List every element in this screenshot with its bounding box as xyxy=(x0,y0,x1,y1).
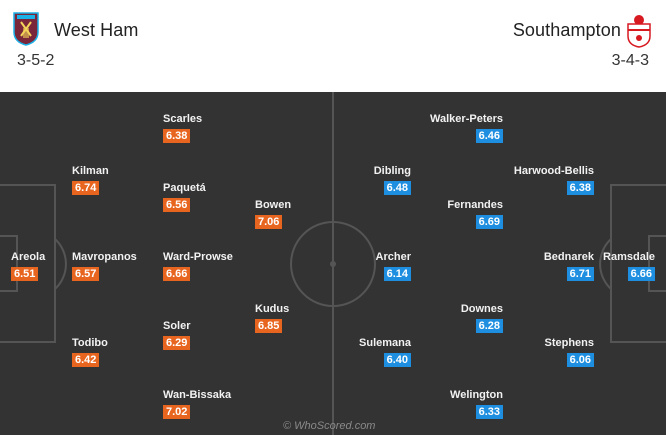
match-header: West Ham 3-5-2 Southampton 3-4-3 xyxy=(0,0,666,92)
player-name: Todibo xyxy=(72,337,108,349)
home-player-todibo[interactable]: Todibo 6.42 xyxy=(72,337,108,368)
player-name: Mavropanos xyxy=(72,251,137,263)
home-formation: 3-5-2 xyxy=(17,52,55,69)
player-rating: 6.46 xyxy=(475,129,503,143)
home-player-soler[interactable]: Soler 6.29 xyxy=(163,320,191,351)
player-rating: 6.71 xyxy=(566,267,594,281)
whoscored-watermark: © WhoScored.com xyxy=(283,420,376,432)
west-ham-crest-icon xyxy=(13,12,39,46)
player-rating: 6.06 xyxy=(566,353,594,367)
away-player-walker-peters[interactable]: Walker-Peters 6.46 xyxy=(430,113,503,144)
player-name: Dibling xyxy=(373,165,411,177)
player-name: Welington xyxy=(450,389,503,401)
pitch-markings xyxy=(0,92,666,435)
player-name: Archer xyxy=(375,251,411,263)
player-name: Bowen xyxy=(255,199,292,211)
pitch: Areola 6.51 Kilman 6.74 Mavropanos 6.57 … xyxy=(0,92,666,435)
home-player-ward-prowse[interactable]: Ward-Prowse 6.66 xyxy=(163,251,233,282)
player-rating: 6.57 xyxy=(72,267,100,281)
player-name: Downes xyxy=(460,303,503,315)
home-player-wan-bissaka[interactable]: Wan-Bissaka 7.02 xyxy=(163,389,231,420)
player-name: Harwood-Bellis xyxy=(513,165,594,177)
home-player-bowen[interactable]: Bowen 7.06 xyxy=(255,199,291,230)
player-rating: 6.51 xyxy=(11,267,39,281)
player-name: Kudus xyxy=(255,303,290,315)
player-rating: 6.66 xyxy=(627,267,655,281)
home-team-name: West Ham xyxy=(54,20,139,40)
player-rating: 6.66 xyxy=(163,267,191,281)
away-formation: 3-4-3 xyxy=(611,52,649,69)
player-rating: 7.02 xyxy=(163,405,191,419)
home-player-scarles[interactable]: Scarles 6.38 xyxy=(163,113,202,144)
player-name: Ramsdale xyxy=(603,251,655,263)
away-player-fernandes[interactable]: Fernandes 6.69 xyxy=(447,199,503,230)
player-rating: 6.33 xyxy=(475,405,503,419)
away-player-harwood-bellis[interactable]: Harwood-Bellis 6.38 xyxy=(514,165,594,196)
player-rating: 6.40 xyxy=(383,353,411,367)
player-rating: 6.28 xyxy=(475,319,503,333)
player-name: Walker-Peters xyxy=(430,113,503,125)
player-rating: 6.29 xyxy=(163,336,191,350)
player-rating: 6.48 xyxy=(383,181,411,195)
player-rating: 6.42 xyxy=(72,353,100,367)
player-name: Kilman xyxy=(72,165,109,177)
player-name: Wan-Bissaka xyxy=(163,389,232,401)
player-name: Sulemana xyxy=(359,337,411,349)
player-rating: 6.74 xyxy=(72,181,100,195)
away-player-sulemana[interactable]: Sulemana 6.40 xyxy=(359,337,411,368)
player-rating: 6.85 xyxy=(255,319,283,333)
player-name: Soler xyxy=(163,320,191,332)
player-name: Fernandes xyxy=(447,199,503,211)
player-name: Areola xyxy=(11,251,46,263)
home-player-kilman[interactable]: Kilman 6.74 xyxy=(72,165,109,196)
home-player-mavropanos[interactable]: Mavropanos 6.57 xyxy=(72,251,137,282)
away-player-welington[interactable]: Welington 6.33 xyxy=(450,389,503,420)
player-rating: 6.38 xyxy=(163,129,191,143)
away-player-dibling[interactable]: Dibling 6.48 xyxy=(374,165,411,196)
away-player-bednarek[interactable]: Bednarek 6.71 xyxy=(544,251,594,282)
southampton-crest-icon xyxy=(627,15,651,48)
player-name: Stephens xyxy=(544,337,594,349)
away-player-stephens[interactable]: Stephens 6.06 xyxy=(544,337,594,368)
player-name: Paquetá xyxy=(163,182,206,194)
player-rating: 6.14 xyxy=(383,267,411,281)
away-player-downes[interactable]: Downes 6.28 xyxy=(461,303,503,334)
player-rating: 6.69 xyxy=(475,215,503,229)
player-name: Bednarek xyxy=(543,251,594,263)
away-player-ramsdale[interactable]: Ramsdale 6.66 xyxy=(603,251,655,282)
home-player-paqueta[interactable]: Paquetá 6.56 xyxy=(163,182,206,213)
away-team-name: Southampton xyxy=(512,20,621,40)
player-name: Scarles xyxy=(163,113,203,125)
home-player-areola[interactable]: Areola 6.51 xyxy=(11,251,45,282)
away-player-archer[interactable]: Archer 6.14 xyxy=(376,251,411,282)
player-name: Ward-Prowse xyxy=(163,251,233,263)
player-rating: 6.56 xyxy=(163,198,191,212)
player-rating: 6.38 xyxy=(566,181,594,195)
player-rating: 7.06 xyxy=(255,215,283,229)
home-player-kudus[interactable]: Kudus 6.85 xyxy=(255,303,289,334)
